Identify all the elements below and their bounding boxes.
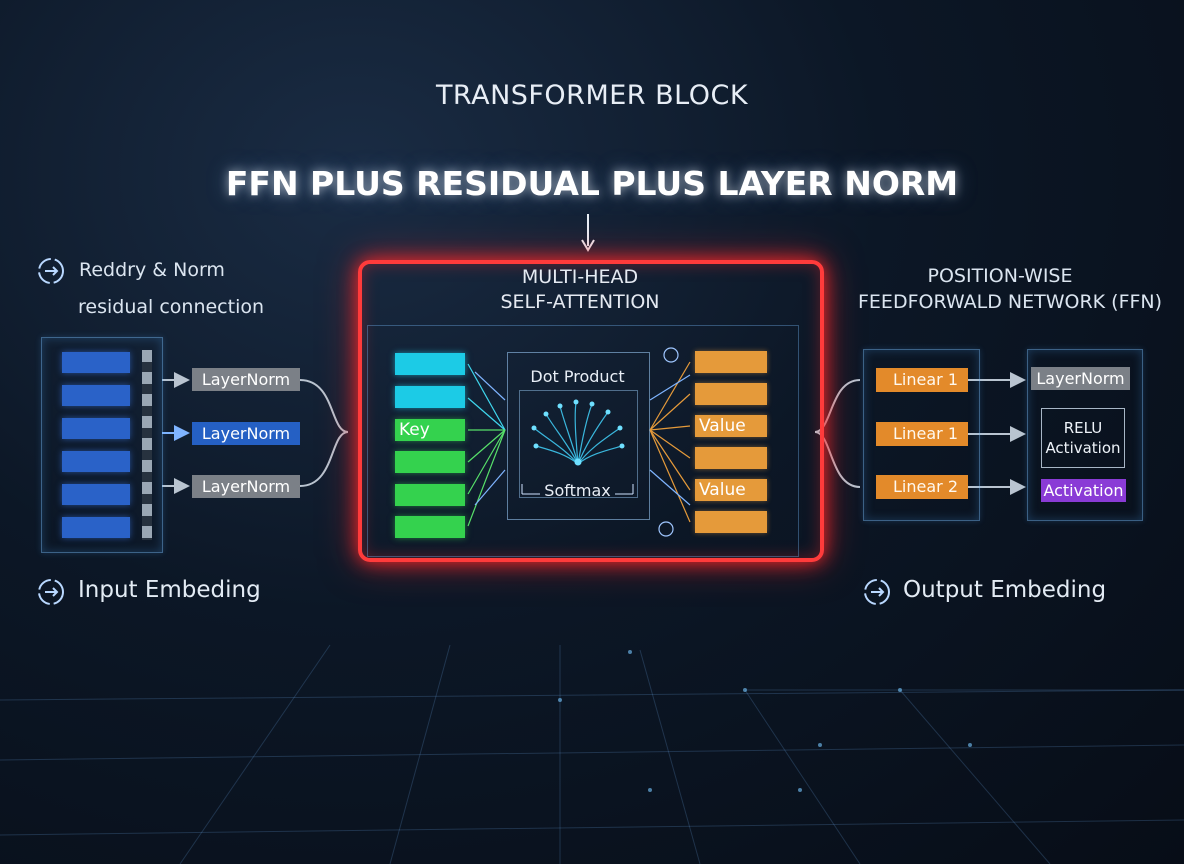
value-vector-label-2: Value <box>695 479 767 501</box>
ffn-layernorm-box: LayerNorm <box>1031 367 1130 390</box>
attention-title-line1: MULTI-HEAD <box>521 266 639 288</box>
dot-product-label: Dot Product <box>530 367 625 386</box>
embedding-vector <box>62 484 130 505</box>
attention-inner-panel <box>367 325 799 557</box>
input-embedding-label: Input Embeding <box>78 577 261 603</box>
activation-box: Activation <box>1041 479 1126 502</box>
key-vector <box>395 386 465 408</box>
output-embedding-label: Output Embeding <box>903 577 1107 603</box>
embedding-vector <box>62 517 130 538</box>
down-arrow-icon <box>581 214 595 252</box>
layernorm-box-1: LayerNorm <box>192 368 300 391</box>
embedding-vector <box>62 352 130 373</box>
value-vector-label-1: Value <box>695 415 767 437</box>
value-vector <box>695 351 767 373</box>
diagram-headline: FFN PLUS RESIDUAL PLUS LAYER NORM <box>225 164 959 203</box>
attention-highlight-frame <box>358 260 824 562</box>
attention-fan-icon <box>531 399 625 466</box>
embedding-vector <box>62 451 130 472</box>
key-vector-label: Key <box>395 419 465 441</box>
attention-title-line2: SELF-ATTENTION <box>500 291 660 313</box>
relu-activation-box: RELU Activation <box>1041 408 1125 468</box>
relu-label: RELU <box>1063 419 1103 437</box>
linear-box-2: Linear 1 <box>876 422 968 446</box>
ffn-title-line2: FEEDFORWALD NETWORK (FFN) <box>858 291 1163 313</box>
value-vector <box>695 383 767 405</box>
dot-product-panel <box>507 352 650 520</box>
embedding-vector <box>62 418 130 439</box>
softmax-label: Softmax <box>544 481 611 500</box>
circular-arrows-icon <box>864 579 890 605</box>
linear-box-3: Linear 2 <box>876 475 968 499</box>
linear-box-1: Linear 1 <box>876 368 968 392</box>
input-embedding-panel <box>41 337 163 553</box>
key-vector <box>395 451 465 473</box>
layernorm-box-3: LayerNorm <box>192 475 300 498</box>
value-vector <box>695 447 767 469</box>
reddry-norm-label: Reddry & Norm <box>79 259 225 281</box>
key-vector <box>395 353 465 375</box>
circular-arrows-icon <box>38 579 64 605</box>
key-vector <box>395 484 465 506</box>
relu-activation-label: Activation <box>1045 439 1121 457</box>
ffn-linear-panel <box>863 349 980 521</box>
layernorm-box-2: LayerNorm <box>192 422 300 445</box>
softmax-panel <box>519 390 638 498</box>
residual-connection-label: residual connection <box>78 296 265 318</box>
circular-arrows-icon <box>38 258 64 284</box>
ffn-output-panel <box>1027 349 1143 521</box>
key-vector <box>395 516 465 538</box>
diagram-title: TRANSFORMER BLOCK <box>435 80 749 111</box>
embedding-vector <box>62 385 130 406</box>
value-vector <box>695 511 767 533</box>
residual-stripe <box>142 350 152 540</box>
ffn-title-line1: POSITION-WISE <box>927 265 1073 287</box>
